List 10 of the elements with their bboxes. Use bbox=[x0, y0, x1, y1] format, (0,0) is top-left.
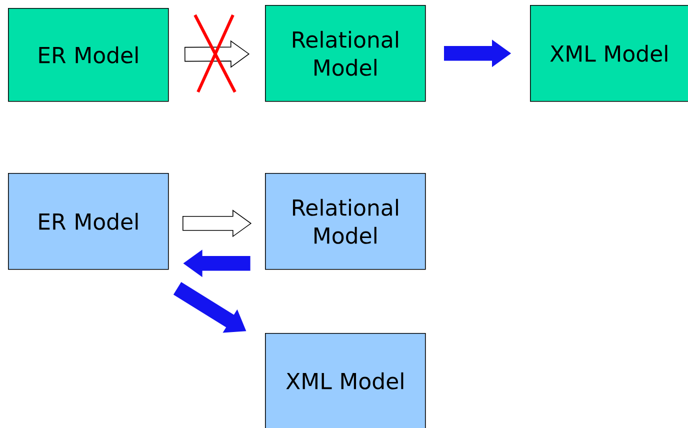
model-box: ER Model bbox=[8, 173, 169, 270]
block-arrow bbox=[444, 40, 512, 68]
model-box: ER Model bbox=[8, 8, 169, 102]
block-arrow bbox=[183, 250, 250, 278]
model-box: XML Model bbox=[530, 5, 688, 102]
model-box: XML Model bbox=[265, 333, 426, 428]
block-arrow bbox=[184, 40, 250, 68]
model-box: Relational Model bbox=[265, 5, 426, 102]
block-arrow bbox=[182, 210, 252, 238]
model-box: Relational Model bbox=[265, 173, 426, 270]
